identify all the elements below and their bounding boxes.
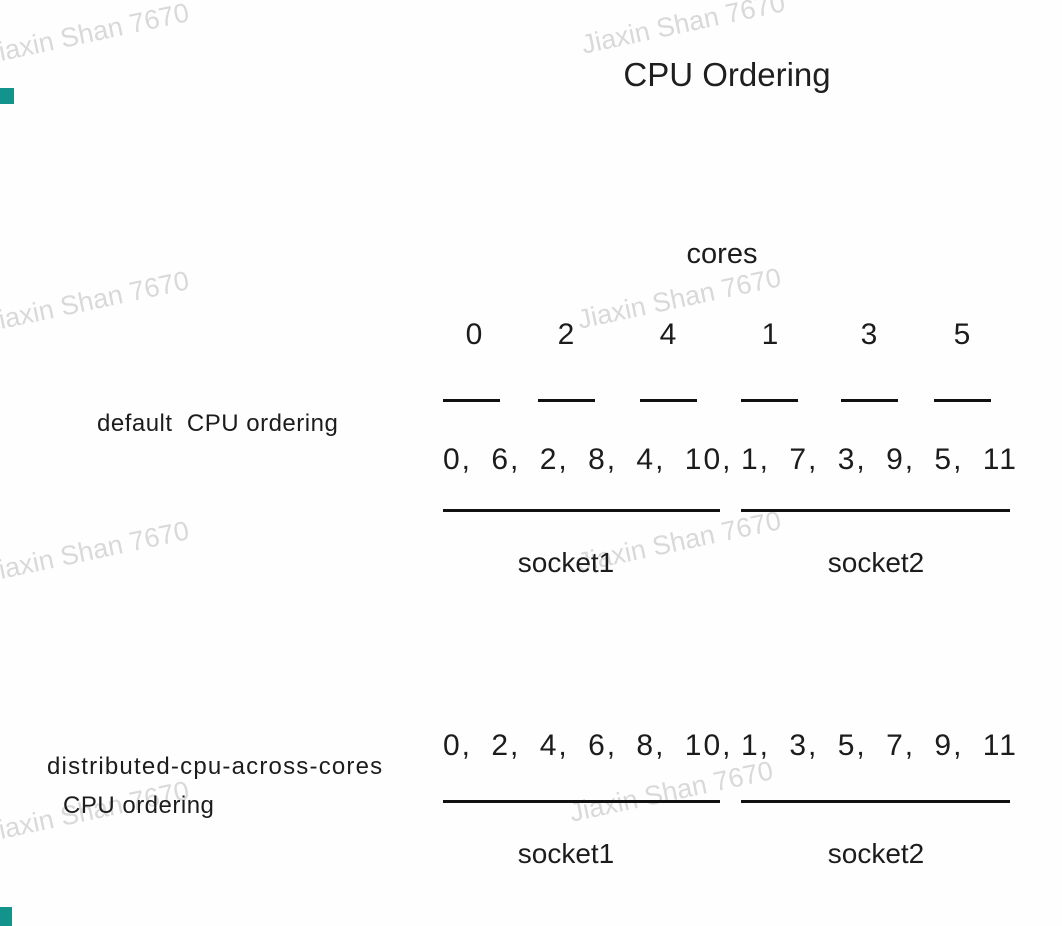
distributed-socket1-underline	[443, 800, 720, 803]
core-underline	[741, 399, 798, 402]
core-underline	[841, 399, 898, 402]
default-socket1-underline	[443, 509, 720, 512]
core-number: 2	[557, 318, 575, 351]
distributed-ordering-label-line2: CPU ordering	[63, 792, 215, 819]
corner-mark-top	[0, 88, 14, 104]
watermark: Jiaxin Shan 7670	[0, 0, 192, 70]
watermark: Jiaxin Shan 7670	[0, 265, 192, 338]
watermark: Jiaxin Shan 7670	[578, 0, 788, 60]
default-socket2-underline	[741, 509, 1010, 512]
distributed-socket2-underline	[741, 800, 1010, 803]
core-underline	[538, 399, 595, 402]
watermark: Jiaxin Shan 7670	[566, 755, 776, 828]
cores-label: cores	[686, 238, 758, 270]
core-number: 1	[761, 318, 779, 351]
core-underline	[443, 399, 500, 402]
default-ordering-label: default CPU ordering	[97, 410, 339, 437]
core-number: 4	[659, 318, 677, 351]
watermark: Jiaxin Shan 7670	[574, 262, 784, 335]
default-socket2-label: socket2	[827, 547, 925, 578]
distributed-ordering-label: distributed-cpu-across-cores	[47, 753, 384, 780]
core-number: 5	[953, 318, 971, 351]
corner-mark-bottom	[0, 907, 12, 926]
core-underline	[934, 399, 991, 402]
core-underline	[640, 399, 697, 402]
distributed-socket2-label: socket2	[827, 838, 925, 869]
core-number: 0	[465, 318, 483, 351]
core-number: 3	[860, 318, 878, 351]
watermark: Jiaxin Shan 7670	[0, 515, 192, 588]
diagram-title: CPU Ordering	[623, 56, 831, 93]
distributed-socket1-label: socket1	[517, 838, 615, 869]
distributed-socket2-cpus: 1, 3, 5, 7, 9, 11	[741, 729, 1018, 762]
default-socket1-label: socket1	[517, 547, 615, 578]
default-socket2-cpus: 1, 7, 3, 9, 5, 11	[741, 443, 1018, 476]
distributed-socket1-cpus: 0, 2, 4, 6, 8, 10,	[443, 729, 733, 762]
default-socket1-cpus: 0, 6, 2, 8, 4, 10,	[443, 443, 733, 476]
